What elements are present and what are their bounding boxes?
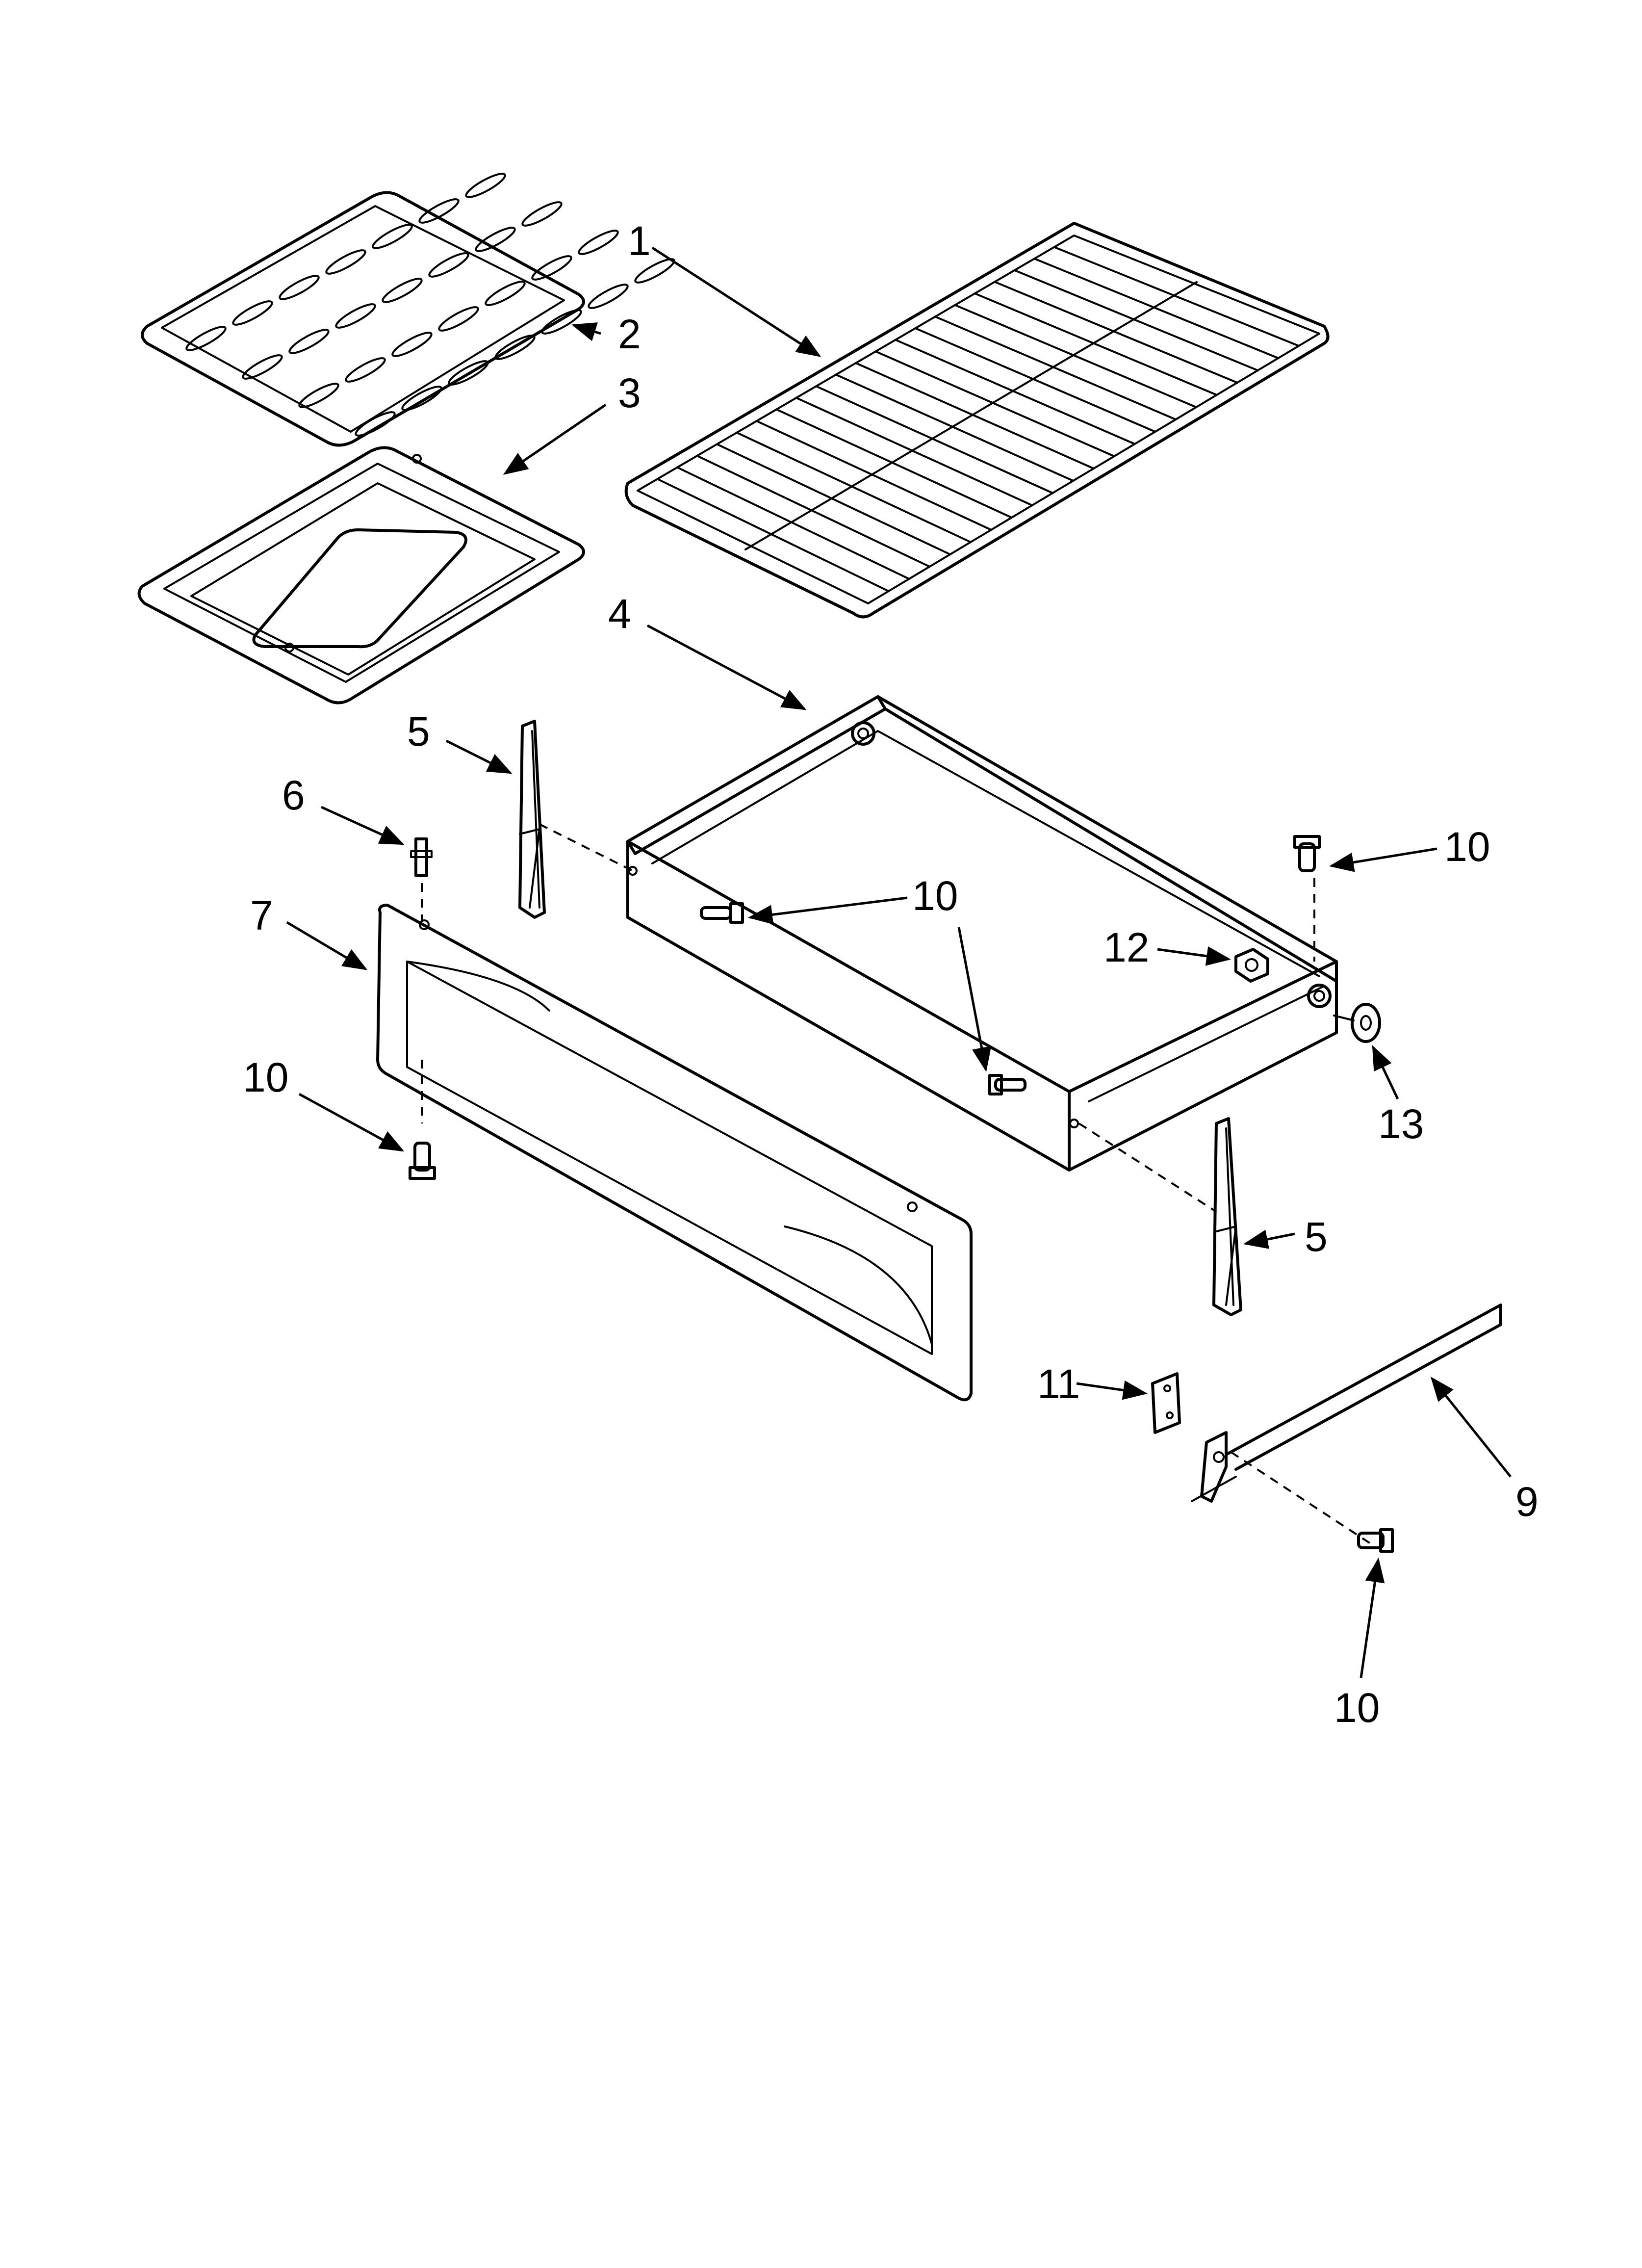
leader-lines bbox=[286, 246, 1512, 1678]
drawer-slide-left bbox=[518, 720, 546, 919]
drawer-front-panel bbox=[376, 904, 973, 1402]
callout-12: 12 bbox=[1103, 924, 1149, 970]
callout-10-panel: 10 bbox=[243, 1054, 288, 1100]
broiler-pan bbox=[137, 446, 585, 704]
callout-10-rail: 10 bbox=[1334, 1685, 1380, 1731]
callout-7: 7 bbox=[250, 892, 273, 938]
callout-1: 1 bbox=[628, 218, 651, 264]
callout-4: 4 bbox=[608, 591, 631, 637]
broiler-grid bbox=[141, 173, 675, 447]
screw-4 bbox=[409, 1142, 436, 1180]
drawer-slide-right bbox=[1212, 1117, 1242, 1316]
bumper bbox=[1333, 1003, 1381, 1043]
callout-5-right: 5 bbox=[1305, 1214, 1328, 1260]
callout-10-drawer-left: 10 bbox=[912, 873, 958, 919]
screw-5 bbox=[1357, 1528, 1394, 1553]
stud bbox=[410, 837, 433, 877]
drawer-body bbox=[626, 695, 1338, 1172]
screw-1 bbox=[700, 902, 744, 924]
callout-5-left: 5 bbox=[407, 708, 430, 755]
oven-rack bbox=[624, 222, 1330, 619]
callout-9: 9 bbox=[1515, 1479, 1539, 1525]
callout-3: 3 bbox=[618, 370, 641, 416]
callout-13: 13 bbox=[1378, 1101, 1424, 1147]
rail bbox=[1191, 1303, 1502, 1503]
screw-2 bbox=[988, 1074, 1026, 1095]
callout-labels: 1 2 3 4 5 5 6 7 9 10 10 10 10 10 11 12 1… bbox=[243, 218, 1539, 1731]
callout-6: 6 bbox=[282, 772, 305, 818]
callout-10-top-right: 10 bbox=[1444, 824, 1490, 870]
clip bbox=[1151, 1372, 1181, 1434]
callout-2: 2 bbox=[618, 311, 641, 357]
screw-3 bbox=[1293, 835, 1321, 872]
nut bbox=[1234, 948, 1269, 983]
callout-11: 11 bbox=[1037, 1361, 1080, 1407]
